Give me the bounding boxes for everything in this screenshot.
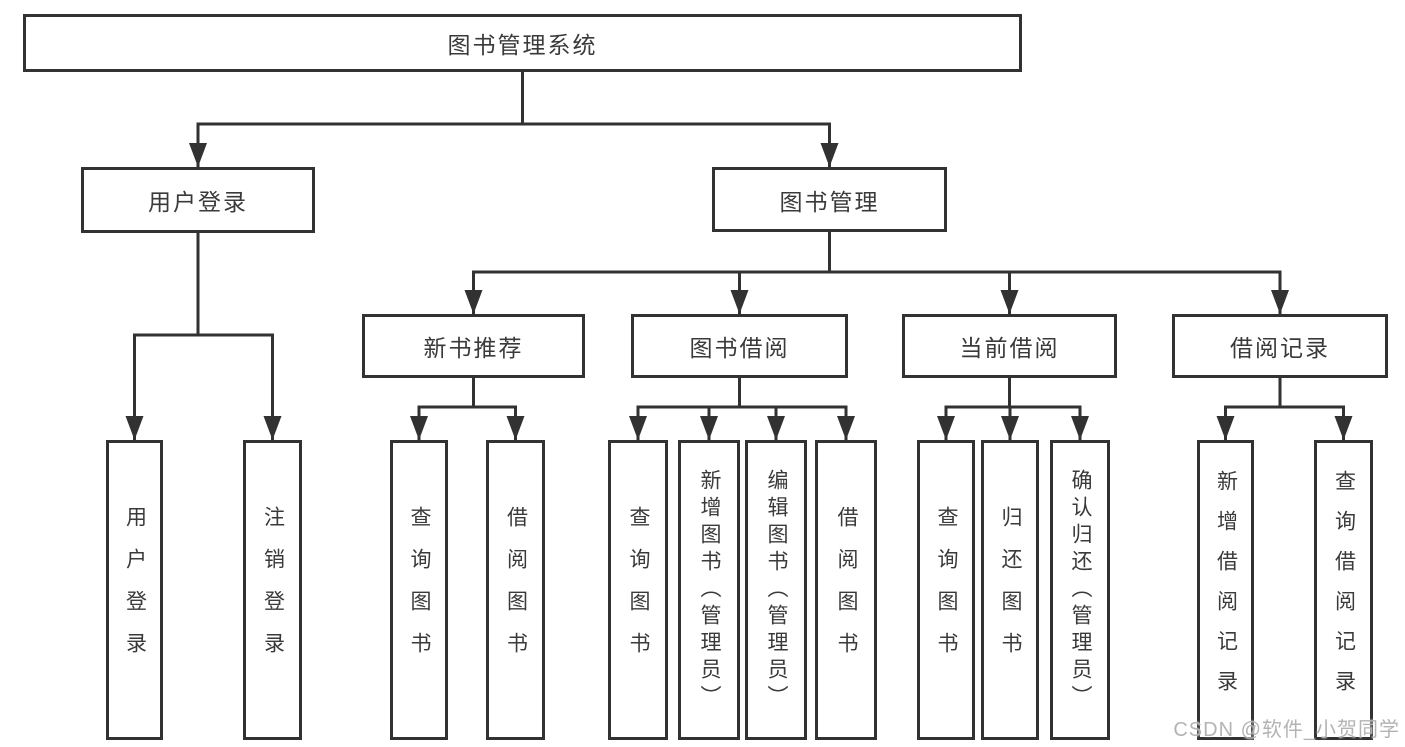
node-borrowing-records: 借阅记录 bbox=[1172, 314, 1388, 378]
node-label: 图书管理 bbox=[779, 188, 880, 215]
node-label: 查询图书 bbox=[408, 506, 432, 674]
node-library-management-system: 图书管理系统 bbox=[23, 14, 1022, 72]
node-add-borrow-record: 新增借阅记录 bbox=[1197, 440, 1254, 740]
node-borrow-books-borrowing: 借阅图书 bbox=[815, 440, 877, 740]
node-label: 借阅记录 bbox=[1230, 335, 1330, 361]
node-book-borrowing: 图书借阅 bbox=[631, 314, 848, 378]
node-label: 新增借阅记录 bbox=[1214, 470, 1238, 710]
node-query-borrow-record: 查询借阅记录 bbox=[1314, 440, 1373, 740]
node-label: 查询图书 bbox=[627, 506, 651, 674]
node-leaf-logout: 注销登录 bbox=[243, 440, 302, 740]
node-label: 编辑图书（管理员） bbox=[765, 468, 789, 712]
node-label: 图书管理系统 bbox=[447, 32, 598, 58]
csdn-watermark: CSDN @软件_小贺同学 bbox=[1173, 719, 1400, 741]
node-return-books: 归还图书 bbox=[981, 440, 1039, 740]
node-label: 图书借阅 bbox=[689, 335, 790, 361]
node-query-books-current: 查询图书 bbox=[917, 440, 975, 740]
node-label: 查询借阅记录 bbox=[1332, 470, 1356, 710]
node-user-login: 用户登录 bbox=[81, 167, 315, 233]
node-query-books-recommend: 查询图书 bbox=[390, 440, 448, 740]
node-borrow-books-recommend: 借阅图书 bbox=[486, 440, 545, 740]
node-label: 查询图书 bbox=[935, 506, 959, 674]
node-label: 借阅图书 bbox=[835, 506, 859, 674]
node-current-borrowing: 当前借阅 bbox=[902, 314, 1117, 378]
node-edit-books-admin: 编辑图书（管理员） bbox=[745, 440, 807, 740]
node-label: 归还图书 bbox=[999, 506, 1023, 674]
node-label: 用户登录 bbox=[123, 506, 147, 674]
node-label: 确认归还（管理员） bbox=[1069, 468, 1093, 712]
node-confirm-return-admin: 确认归还（管理员） bbox=[1050, 440, 1110, 740]
node-book-management: 图书管理 bbox=[712, 167, 947, 232]
node-label: 新增图书（管理员） bbox=[698, 468, 722, 712]
node-query-books-borrowing: 查询图书 bbox=[608, 440, 668, 740]
node-label: 用户登录 bbox=[148, 189, 248, 215]
node-add-books-admin: 新增图书（管理员） bbox=[678, 440, 740, 740]
node-label: 新书推荐 bbox=[423, 335, 524, 361]
node-label: 当前借阅 bbox=[959, 335, 1060, 361]
node-label: 注销登录 bbox=[261, 506, 285, 674]
node-new-book-recommendation: 新书推荐 bbox=[362, 314, 585, 378]
node-label: 借阅图书 bbox=[504, 506, 528, 674]
node-leaf-user-login: 用户登录 bbox=[106, 440, 163, 740]
